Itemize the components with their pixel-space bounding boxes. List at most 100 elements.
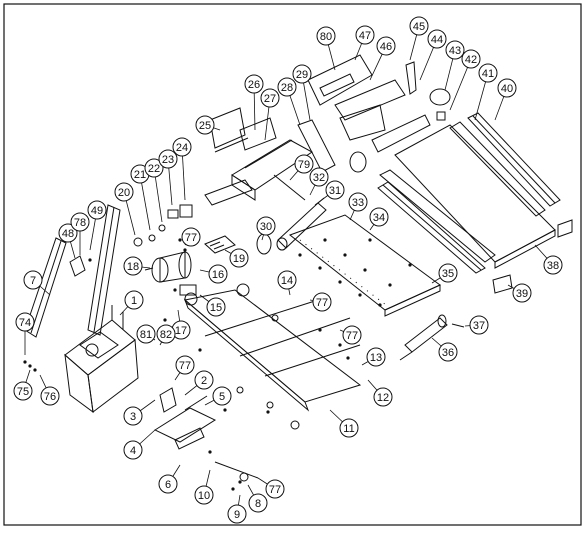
callout-number: 8 [255,498,261,510]
callout-15: 15 [199,294,226,317]
callout-number: 76 [44,391,56,403]
callout-1: 1 [119,290,144,316]
callout-9: 9 [227,494,247,524]
callout-number: 29 [296,69,308,81]
callout-circle [70,212,90,232]
callout-7: 7 [23,270,51,296]
callout-circle [40,386,60,406]
callout-75: 75 [13,369,33,401]
callout-number: 35 [442,268,454,280]
callout-number: 11 [343,423,354,435]
callout-77: 77 [257,477,285,499]
callout-76: 76 [39,374,60,406]
handrail-28 [297,119,336,173]
callout-circle [172,137,192,157]
callout-circle [478,63,498,83]
running-belt [394,124,556,269]
callout-18: 18 [123,256,151,276]
callout-31: 31 [314,180,345,206]
callout-number: 28 [281,82,293,94]
part-22 [158,224,166,232]
callout-circle [124,290,144,310]
callout-circle [339,418,359,438]
callout-circle [123,406,143,426]
callout-number: 37 [473,320,485,332]
callout-36: 36 [431,337,458,362]
callout-circle [136,324,156,344]
callout-number: 49 [91,205,103,217]
callout-number: 44 [431,34,443,46]
callout-circle [208,264,228,284]
callout-20: 20 [114,182,136,236]
callout-number: 77 [185,232,197,244]
callout-45: 45 [409,16,429,61]
callout-circle [438,263,458,283]
callout-44: 44 [419,29,447,81]
callout-circle [366,347,386,367]
callout-circle [181,227,201,247]
callout-77: 77 [339,325,362,345]
callout-circle [265,479,285,499]
callout-number: 19 [233,253,245,265]
console-top [239,117,277,151]
console-frame-80 [307,54,373,106]
callout-number: 36 [442,347,454,359]
callout-77: 77 [174,355,195,381]
roller-bolt-37 [451,323,465,328]
incline-bracket-3 [159,387,177,413]
display-25 [209,107,249,153]
callout-circle [194,370,214,390]
callout-circle [123,256,143,276]
callout-number: 6 [165,479,171,491]
callout-number: 25 [199,120,211,132]
callout-30: 30 [256,216,276,241]
callout-number: 75 [17,386,29,398]
callout-number: 80 [320,31,332,43]
callout-circle [227,504,247,524]
callout-number: 77 [179,360,191,372]
drive-belt-30 [256,233,272,255]
callout-circle [469,315,489,335]
callout-number: 23 [162,154,174,166]
callout-circle [212,386,232,406]
callout-circle [175,355,195,375]
upright-right [87,204,121,336]
callout-35: 35 [431,263,458,284]
ring-hub [349,151,367,173]
callout-47: 47 [354,25,375,61]
callout-circle [312,292,332,312]
front-roller [276,197,327,251]
motor-controller-19 [204,235,236,254]
callout-5: 5 [204,386,232,406]
callout-number: 14 [281,275,293,287]
callout-14: 14 [277,270,297,296]
callout-27: 27 [260,88,280,141]
callout-46: 46 [369,36,396,81]
parts-drawing [23,54,573,491]
side-rail-40 [467,112,561,207]
motor [144,251,192,283]
callout-circle [325,180,345,200]
callout-circle [194,485,214,505]
callout-number: 1 [131,295,137,307]
diagram-frame [3,3,582,526]
callout-3: 3 [123,399,156,426]
callout-circle [376,36,396,56]
clip-42 [436,111,446,121]
callout-number: 39 [516,288,528,300]
callout-circle [156,324,176,344]
part-24 [179,204,193,218]
callout-number: 45 [413,21,425,33]
callout-number: 2 [201,375,207,387]
callout-circle [277,270,297,290]
callout-11: 11 [329,409,359,438]
callout-circle [229,248,249,268]
callout-number: 30 [260,221,272,233]
callout-circle [256,216,276,236]
callout-23: 23 [158,149,178,206]
callout-number: 7 [30,275,36,287]
callout-32: 32 [309,167,329,196]
callout-number: 16 [212,269,224,281]
